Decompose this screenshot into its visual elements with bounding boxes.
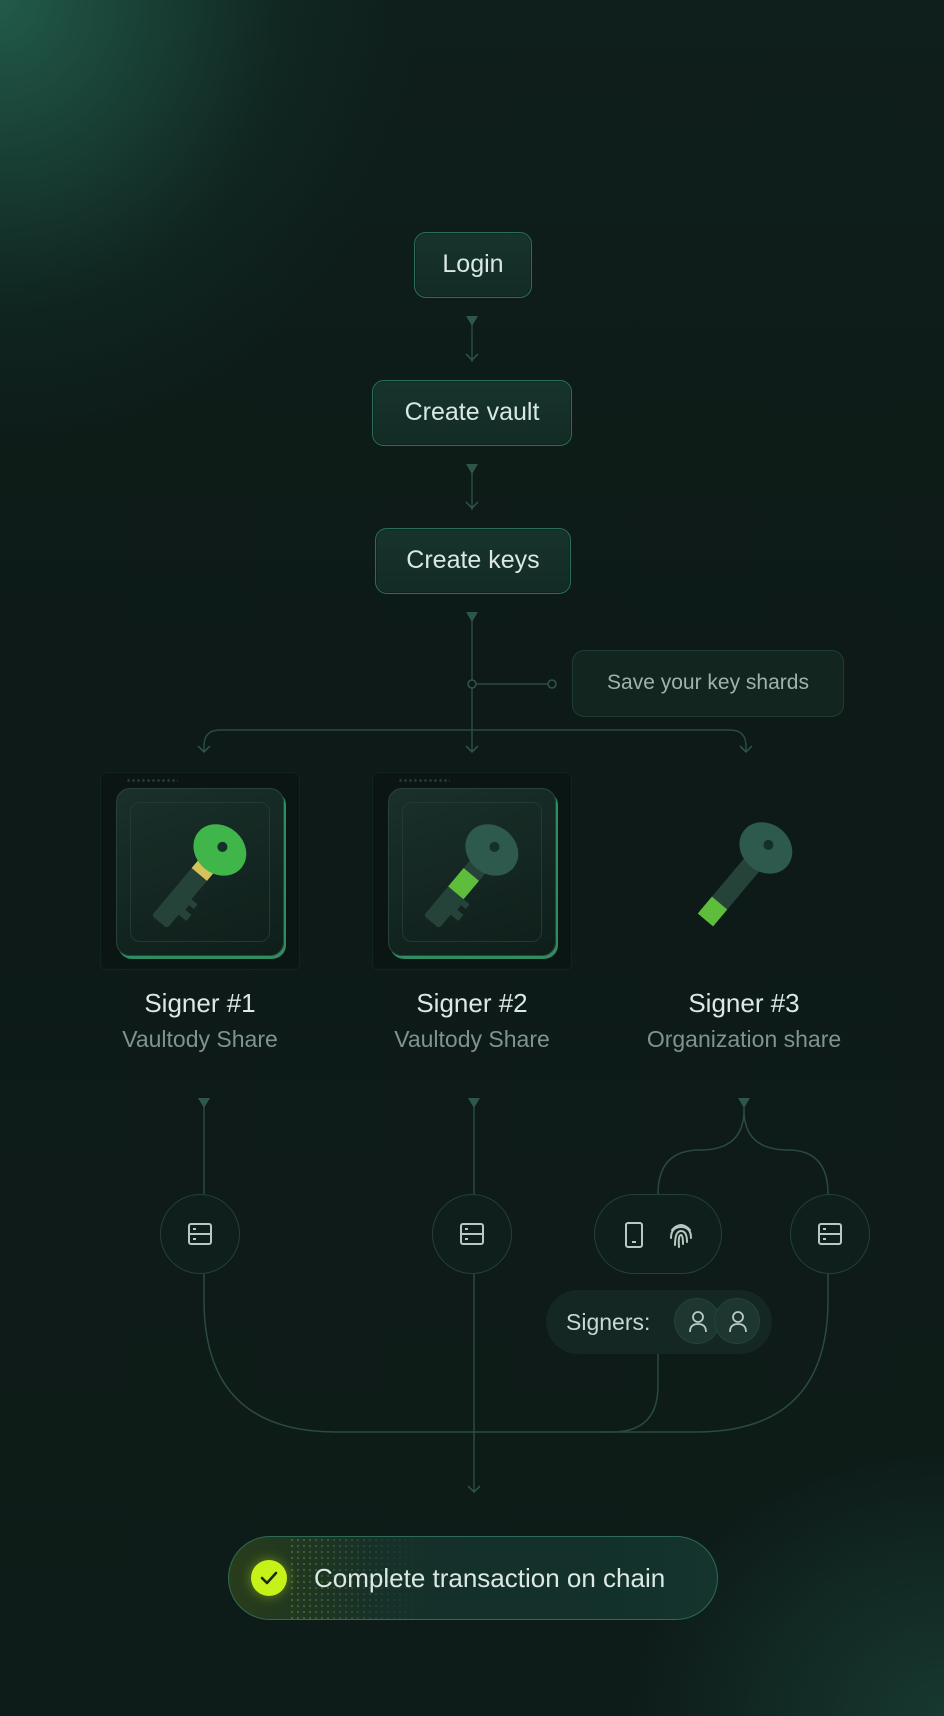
signer-1-subtitle: Vaultody Share [122, 1026, 278, 1052]
signer-2-subtitle: Vaultody Share [394, 1026, 550, 1052]
signers-label: Signers: [566, 1309, 651, 1335]
device-auth-node [594, 1194, 722, 1274]
user-icon [689, 1311, 707, 1333]
signer-3-subtitle: Organization share [646, 1026, 842, 1052]
signer-3-title: Signer #3 [688, 988, 800, 1018]
signers-indicator: Signers: [546, 1290, 772, 1354]
signer-2-card [372, 772, 572, 970]
complete-transaction-pill: Complete transaction on chain [228, 1536, 718, 1620]
phone-icon [625, 1222, 643, 1248]
server-node-2 [432, 1194, 512, 1274]
login-node: Login [414, 232, 532, 298]
complete-transaction-label: Complete transaction on chain [314, 1563, 666, 1593]
server-node-3 [790, 1194, 870, 1274]
avatar [674, 1298, 720, 1344]
save-key-shards-tooltip: Save your key shards [572, 650, 844, 717]
server-icon [818, 1223, 842, 1245]
create-vault-node: Create vault [372, 380, 572, 446]
server-icon [188, 1223, 212, 1245]
signer-1-card [100, 772, 300, 970]
key-icon [424, 824, 519, 928]
avatar [714, 1298, 760, 1344]
user-icon [729, 1311, 747, 1333]
server-node-1 [160, 1194, 240, 1274]
check-icon [251, 1560, 287, 1596]
key-icon [152, 824, 247, 928]
server-icon [460, 1223, 484, 1245]
signer-1-title: Signer #1 [144, 988, 256, 1018]
fingerprint-icon [670, 1224, 692, 1248]
signer-2-title: Signer #2 [416, 988, 528, 1018]
create-keys-node: Create keys [375, 528, 571, 594]
signer-3-key-icon [697, 822, 793, 927]
